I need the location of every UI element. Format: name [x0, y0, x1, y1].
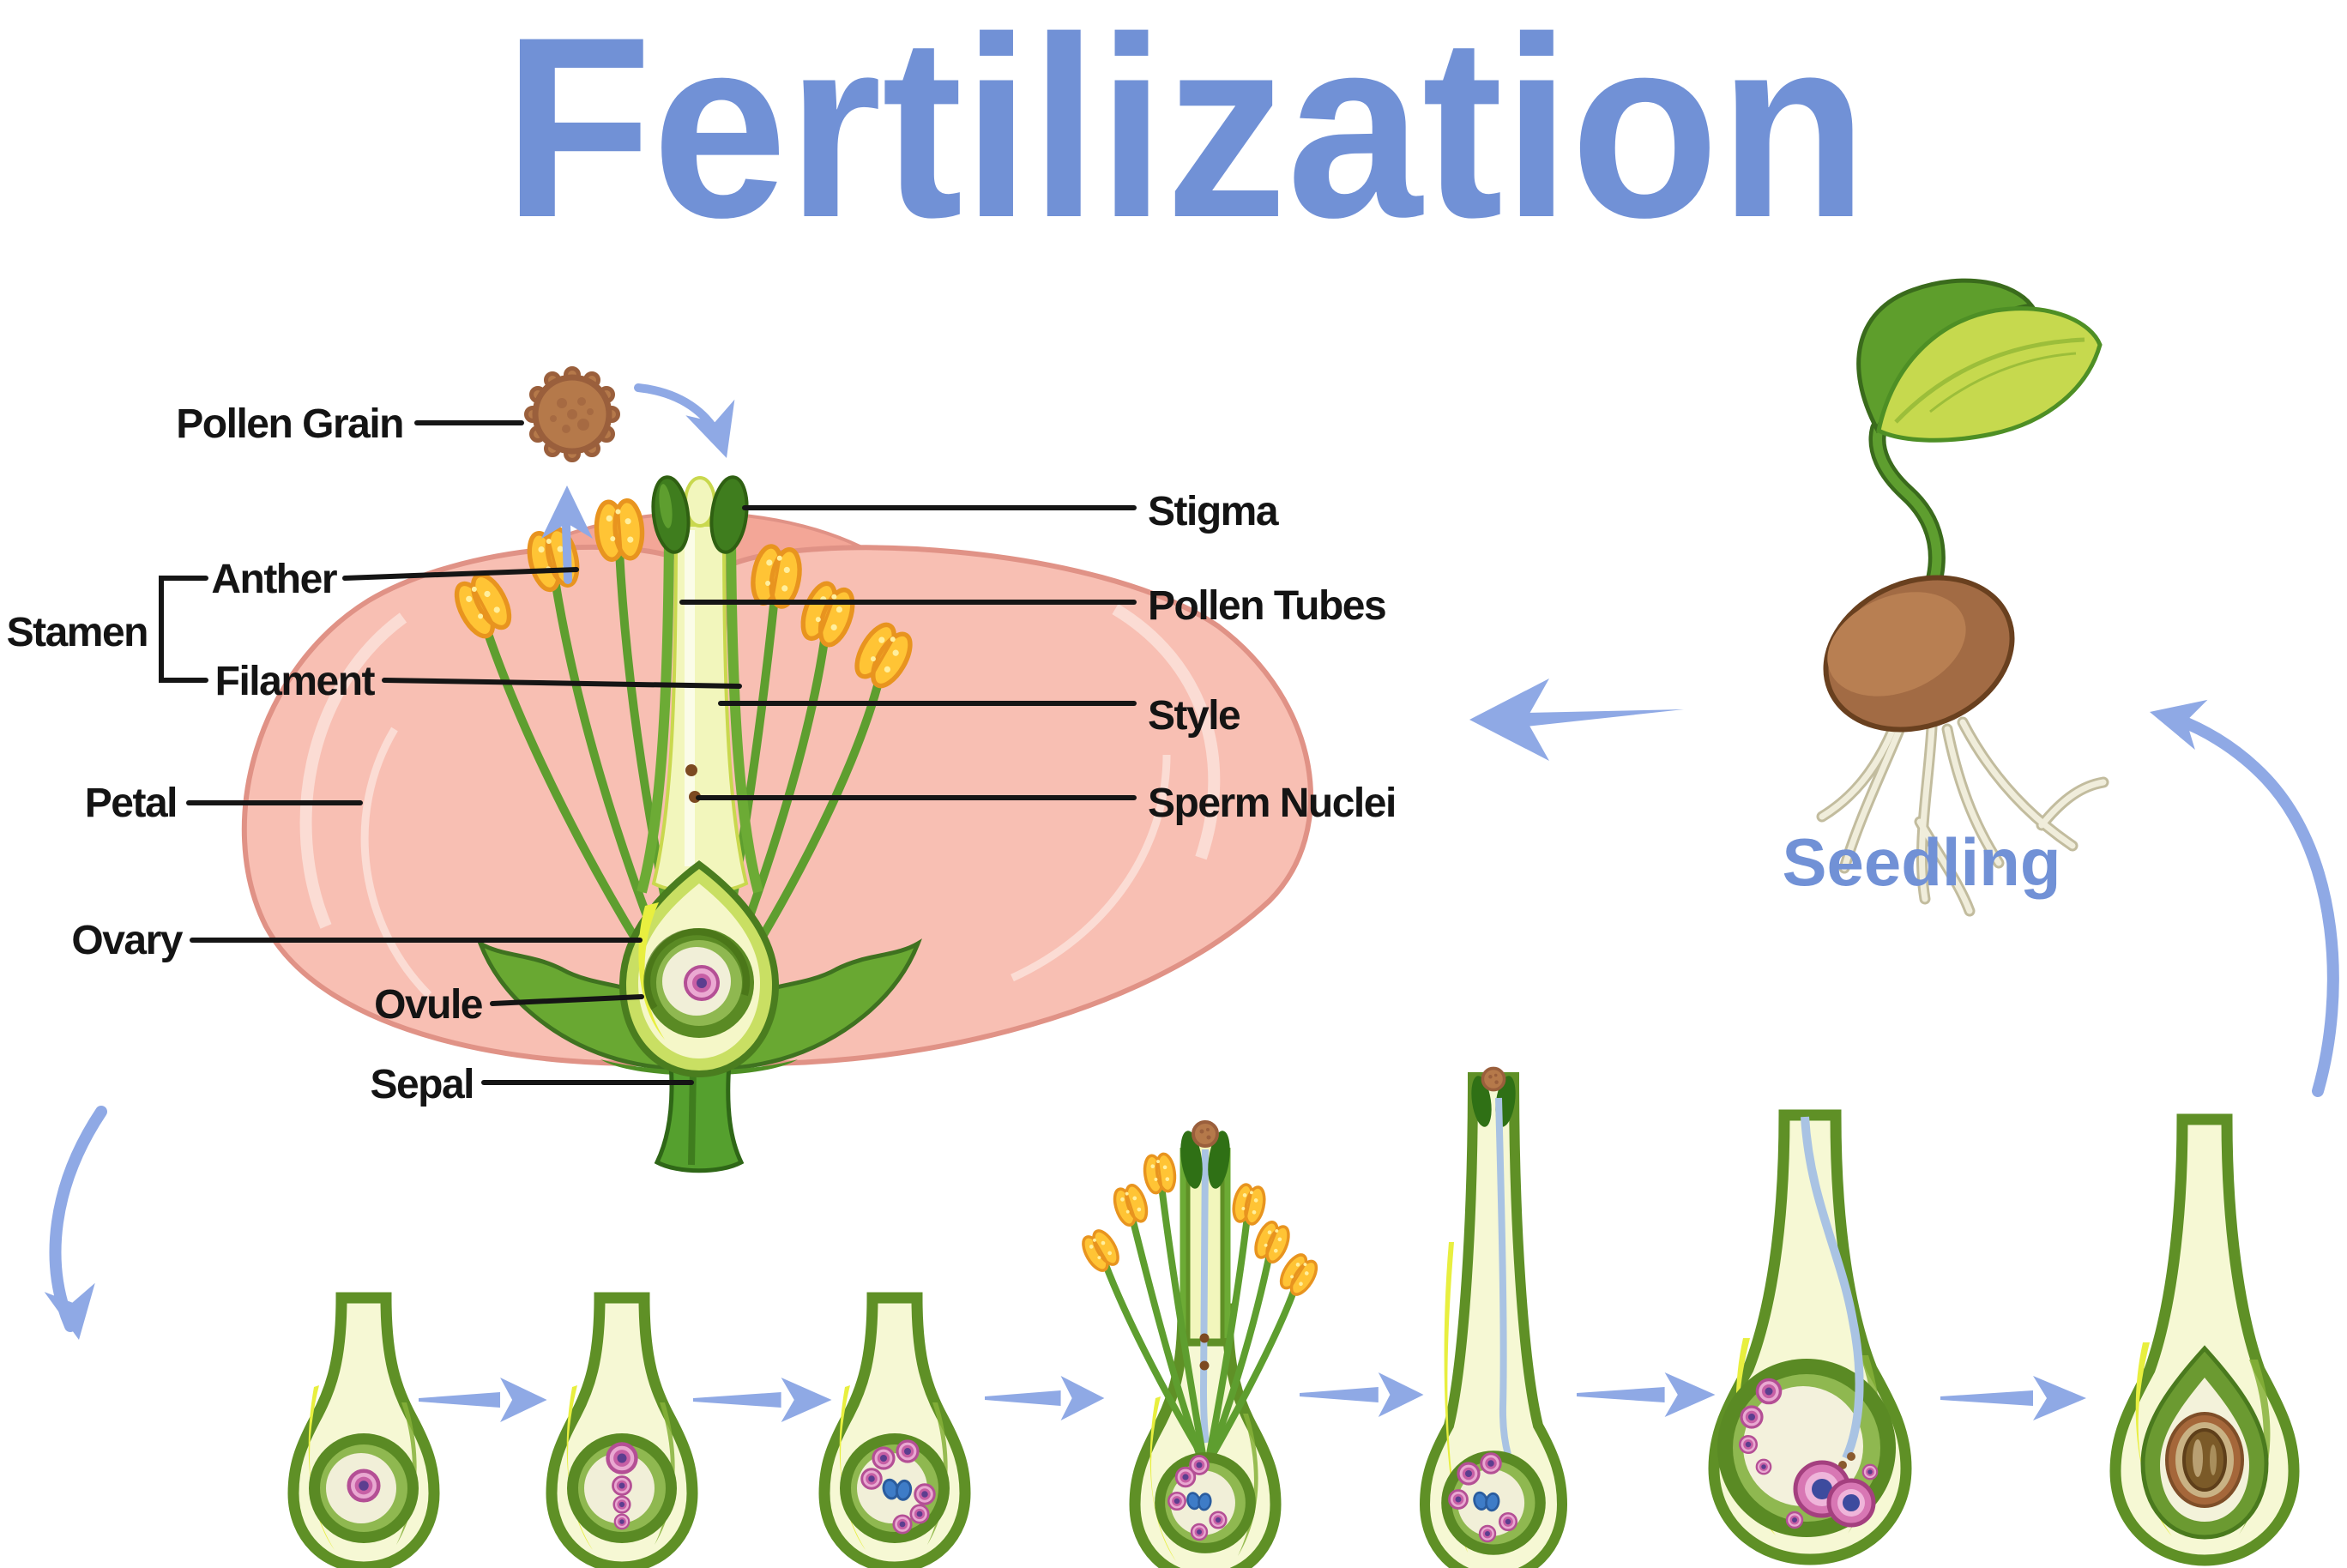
fertilized-cells [1793, 1460, 1876, 1528]
label-pollen-tubes: Pollen Tubes [1148, 583, 1385, 629]
arrow-stage-1-2 [419, 1378, 547, 1422]
arrow-stage-2-3 [693, 1378, 832, 1422]
label-anther: Anther [211, 557, 336, 602]
pistil [618, 475, 780, 1078]
pollen-grain-icon [524, 366, 620, 462]
arrow-stage-3-4 [985, 1376, 1105, 1420]
seedling-stem [1873, 424, 1942, 599]
arrow-seed-to-seedling [2159, 709, 2339, 1097]
seedling-label: Seedling [1782, 824, 2060, 900]
label-sepal: Sepal [370, 1062, 474, 1107]
stage-3-embryo-sac [824, 1298, 965, 1567]
label-sperm-nuclei: Sperm Nuclei [1148, 781, 1396, 826]
stage-5-pollen-tube-growth [1419, 1066, 1568, 1568]
arrow-stage-4-5 [1300, 1372, 1424, 1417]
leader-lines [159, 420, 1137, 1085]
label-stamen: Stamen [7, 610, 148, 655]
flower-stem [654, 1061, 745, 1173]
label-style: Style [1148, 693, 1240, 739]
bracket-stamen [159, 576, 208, 683]
stage-1-ovule-egg-cell [293, 1298, 434, 1567]
line-ovule [490, 994, 644, 1006]
seed-embryo [2182, 1428, 2227, 1492]
petal-highlights [299, 603, 1221, 998]
seed [1823, 575, 2015, 733]
stage-4-pollination [1077, 1120, 1323, 1568]
arrow-flower-to-stages [49, 1106, 107, 1332]
label-pollen-grain: Pollen Grain [176, 401, 403, 447]
seedling-illustration [1816, 278, 2109, 917]
ovule-in-ovary [643, 928, 754, 1038]
arrow-seedling-to-flower [1469, 678, 1684, 761]
line-filament [382, 678, 742, 689]
label-ovary: Ovary [71, 918, 183, 963]
line-anther [342, 567, 579, 581]
label-filament: Filament [215, 659, 376, 704]
sperm-nucleus-dot [685, 764, 697, 776]
petal-right [698, 545, 1313, 1066]
stage-7-seed [2109, 1113, 2300, 1566]
flow-arrows [44, 383, 2339, 1422]
stage-2-cell-division [552, 1298, 692, 1567]
seedling-roots [1816, 708, 2109, 917]
flower-cross-section [241, 475, 1313, 1173]
page-title: Fertilization [504, 0, 1867, 271]
arrow-stage-5-6 [1577, 1372, 1716, 1417]
label-petal: Petal [85, 781, 177, 826]
label-ovule: Ovule [374, 982, 483, 1028]
stage-6-fertilization [1708, 1109, 1912, 1565]
label-stigma: Stigma [1148, 489, 1279, 534]
arrow-stage-6-7 [1940, 1376, 2086, 1420]
stigma-lobe-right [709, 475, 749, 554]
